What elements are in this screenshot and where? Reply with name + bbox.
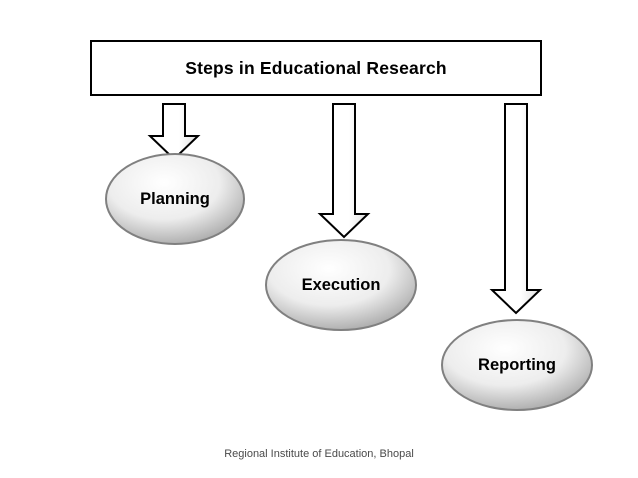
node-execution: Execution [264, 238, 418, 332]
node-planning: Planning [104, 152, 246, 246]
footer-text: Regional Institute of Education, Bhopal [224, 448, 414, 460]
arrow-to-reporting [489, 103, 543, 315]
node-reporting: Reporting [440, 318, 594, 412]
page-title: Steps in Educational Research [185, 57, 447, 78]
arrow-to-execution [317, 103, 371, 239]
title-box: Steps in Educational Research [90, 40, 542, 96]
arrow-to-planning [147, 103, 201, 161]
